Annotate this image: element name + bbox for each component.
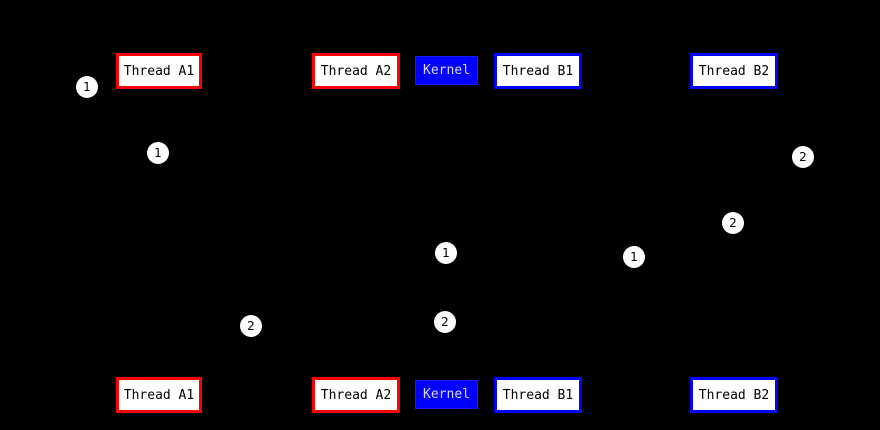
sequence-badge: 2 — [722, 212, 744, 234]
message-arrow-2 — [734, 168, 803, 169]
lifeline-stub-thread-a2-bottom — [355, 375, 358, 377]
message-arrow-7 — [159, 337, 356, 338]
participant-kernel-top: Kernel — [415, 56, 478, 85]
sequence-badge: 1 — [147, 142, 169, 164]
lifeline-stub-thread-a1-bottom — [158, 375, 161, 377]
participant-label: Thread A2 — [320, 63, 392, 79]
sequence-badge: 1 — [435, 242, 457, 264]
lifeline-stub-thread-b1-bottom — [537, 375, 540, 377]
message-arrow-4 — [356, 264, 446, 265]
participant-label: Thread B1 — [502, 387, 574, 403]
participant-thread-a2-top: Thread A2 — [312, 53, 400, 89]
participant-thread-b1-top: Thread B1 — [494, 53, 582, 89]
message-arrow-1 — [159, 164, 356, 165]
lifeline-stub-thread-b2-bottom — [733, 375, 736, 377]
sequence-badge: 1 — [76, 76, 98, 98]
lifeline-stub-kernel-top — [445, 85, 448, 87]
participant-label: Thread B2 — [698, 387, 770, 403]
lifeline-stub-thread-b2-top — [733, 89, 736, 91]
sequence-badge: 2 — [792, 146, 814, 168]
sequence-badge: 2 — [240, 315, 262, 337]
participant-thread-b2-top: Thread B2 — [690, 53, 778, 89]
lifeline-thread-b1 — [538, 89, 539, 377]
participant-thread-b2-bottom: Thread B2 — [690, 377, 778, 413]
participant-label: Thread B2 — [698, 63, 770, 79]
message-arrow-5 — [538, 268, 734, 269]
participant-thread-b1-bottom: Thread B1 — [494, 377, 582, 413]
lifeline-stub-thread-a1-top — [158, 89, 161, 91]
participant-label: Thread A1 — [123, 387, 195, 403]
message-arrow-3 — [538, 234, 734, 235]
message-arrow-0 — [87, 98, 159, 99]
lifeline-thread-a2 — [356, 89, 357, 377]
lifeline-stub-thread-b1-top — [537, 89, 540, 91]
lifeline-kernel — [446, 85, 447, 380]
participant-label: Kernel — [423, 63, 470, 78]
participant-label: Thread B1 — [502, 63, 574, 79]
lifeline-thread-a1 — [159, 89, 160, 377]
participant-thread-a1-top: Thread A1 — [116, 53, 202, 89]
participant-thread-a1-bottom: Thread A1 — [116, 377, 202, 413]
sequence-badge: 2 — [434, 311, 456, 333]
participant-kernel-bottom: Kernel — [415, 380, 478, 409]
participant-label: Thread A2 — [320, 387, 392, 403]
participant-label: Thread A1 — [123, 63, 195, 79]
lifeline-stub-thread-a2-top — [355, 89, 358, 91]
participant-thread-a2-bottom: Thread A2 — [312, 377, 400, 413]
message-arrow-6 — [356, 333, 446, 334]
participant-label: Kernel — [423, 387, 470, 402]
sequence-badge: 1 — [623, 246, 645, 268]
lifeline-stub-kernel-bottom — [445, 378, 448, 380]
